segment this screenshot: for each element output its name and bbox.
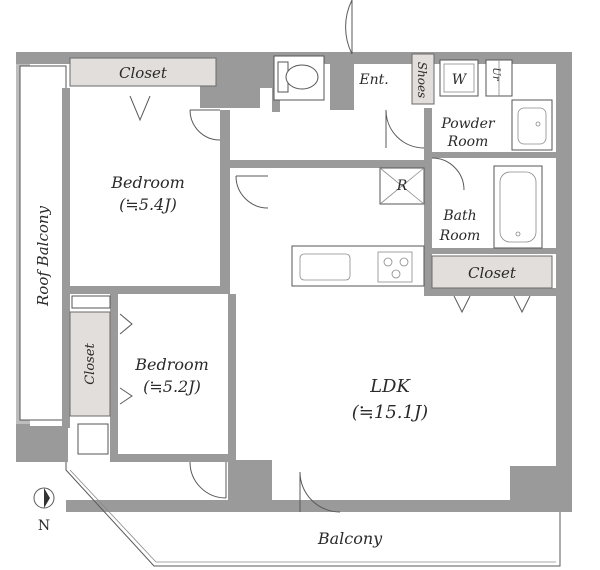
bath-room-label-1: Bath bbox=[442, 208, 476, 224]
north-arrow-icon bbox=[33, 487, 55, 509]
sink-icon bbox=[299, 253, 351, 281]
bedroom2-size: (≒5.2J) bbox=[143, 377, 201, 396]
toilet-icon bbox=[273, 55, 325, 101]
roof-balcony-label: Roof Balcony bbox=[34, 205, 52, 307]
shoes-label: Shoes bbox=[415, 62, 429, 98]
roof-balcony-area bbox=[19, 65, 67, 421]
washing-machine-icon bbox=[439, 59, 479, 97]
closet-top-label: Closet bbox=[119, 64, 168, 82]
shoes-cabinet bbox=[411, 53, 435, 105]
shelf bbox=[71, 295, 111, 309]
kitchen-counter bbox=[291, 245, 425, 287]
closet-top bbox=[69, 57, 217, 87]
entrance-label: Ent. bbox=[358, 72, 388, 88]
closet-mid bbox=[431, 255, 553, 289]
balcony-outline bbox=[65, 462, 561, 567]
storage-box bbox=[77, 423, 109, 455]
ldk-size: (≒15.1J) bbox=[352, 402, 428, 423]
closet-door-marks bbox=[129, 95, 151, 122]
bedroom1-size: (≒5.4J) bbox=[119, 195, 177, 214]
washer-label: W bbox=[452, 72, 468, 88]
closet-mid-label: Closet bbox=[468, 264, 517, 282]
utility-label: Ur bbox=[490, 67, 501, 81]
bathtub-icon bbox=[493, 165, 543, 249]
pipe-shaft-label: R bbox=[396, 178, 408, 194]
pipe-shaft-r bbox=[379, 167, 425, 205]
stove-icon bbox=[377, 251, 413, 283]
interior-walls bbox=[62, 52, 560, 464]
bedroom2-name: Bedroom bbox=[134, 355, 209, 374]
door-swings bbox=[119, 0, 531, 513]
utility-shelf-icon bbox=[485, 59, 513, 97]
powder-room-label-1: Powder bbox=[440, 116, 496, 132]
bath-room-label-2: Room bbox=[439, 228, 481, 244]
north-label: N bbox=[38, 518, 50, 534]
closet-left bbox=[69, 311, 111, 417]
balcony-label: Balcony bbox=[317, 529, 383, 548]
bedroom1-name: Bedroom bbox=[110, 173, 185, 192]
wash-basin-icon bbox=[511, 99, 553, 151]
closet-left-label: Closet bbox=[83, 342, 98, 384]
ldk-name: LDK bbox=[369, 376, 411, 397]
powder-room-label-2: Room bbox=[447, 134, 489, 150]
